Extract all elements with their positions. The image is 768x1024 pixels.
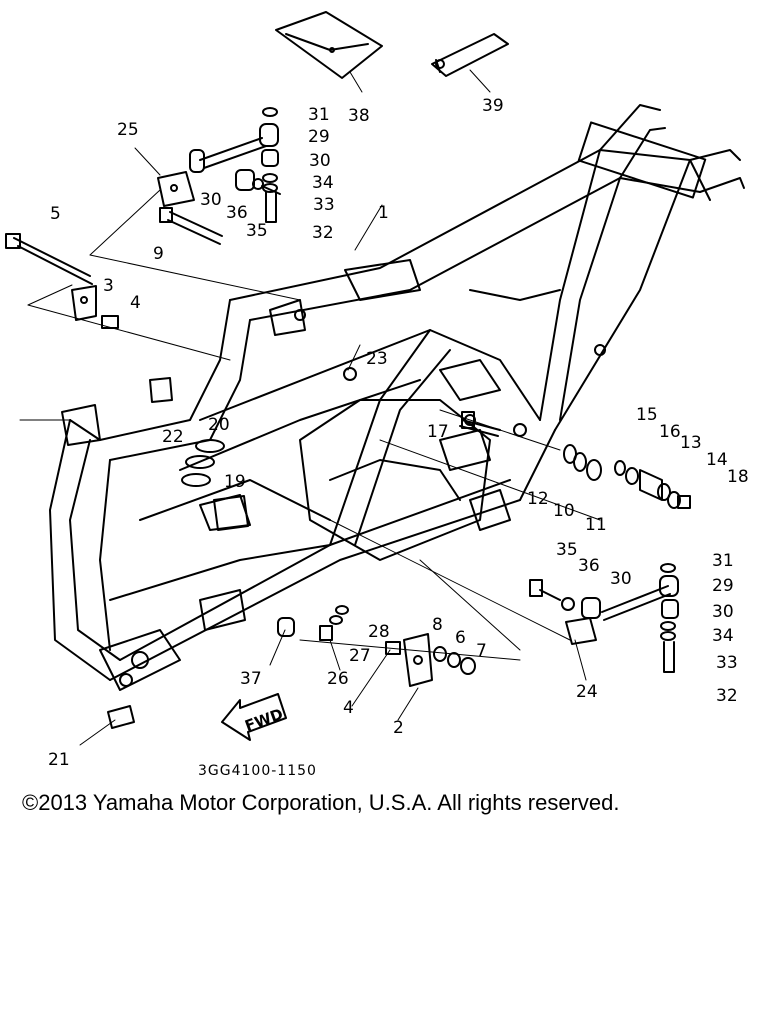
callout-28: 28 (368, 622, 390, 642)
callout-15: 15 (636, 405, 658, 425)
callout-20: 20 (208, 415, 230, 435)
callout-35: 35 (246, 221, 268, 241)
callout-13: 13 (680, 433, 702, 453)
callout-34: 34 (312, 173, 334, 193)
upper-rod-assembly-drawing (189, 107, 281, 223)
callout-4: 4 (343, 698, 354, 718)
callout-32: 32 (312, 223, 334, 243)
part-9-bolt-drawing (159, 207, 223, 245)
callout-6: 6 (455, 628, 466, 648)
callout-25: 25 (117, 120, 139, 140)
callout-31: 31 (712, 551, 734, 571)
callout-1: 1 (378, 203, 389, 223)
callout-30: 30 (712, 602, 734, 622)
part-23-nut-drawing (343, 367, 357, 381)
part-19-bracket-drawing (213, 495, 249, 531)
callout-36: 36 (226, 203, 248, 223)
callout-27: 27 (349, 646, 371, 666)
callout-18: 18 (727, 467, 749, 487)
callout-4: 4 (130, 293, 141, 313)
callout-labels: 1 2 3 4 4 5 6 7 8 9 10 11 12 13 14 15 16… (48, 96, 749, 770)
copyright-notice: ©2013 Yamaha Motor Corporation, U.S.A. A… (22, 790, 620, 815)
part-2-bracket-drawing (385, 633, 476, 687)
callout-37: 37 (240, 669, 262, 689)
callout-11: 11 (585, 515, 607, 535)
callout-32: 32 (716, 686, 738, 706)
lower-rod-assembly-drawing (529, 563, 679, 673)
callout-33: 33 (716, 653, 738, 673)
part-21-cap-drawing (107, 705, 135, 729)
callout-38: 38 (348, 106, 370, 126)
part-38-pad-drawing (275, 11, 383, 79)
callout-30: 30 (610, 569, 632, 589)
leader-lines (19, 69, 601, 746)
callout-31: 31 (308, 105, 330, 125)
part-26-bolt-drawing (319, 605, 349, 641)
part-4-bolt-drawing (101, 315, 119, 329)
drawing-code: 3GG4100-1150 (198, 763, 317, 779)
callout-35: 35 (556, 540, 578, 560)
callout-5: 5 (50, 204, 61, 224)
callout-19: 19 (224, 472, 246, 492)
callout-29: 29 (712, 576, 734, 596)
callout-17: 17 (427, 422, 449, 442)
callout-30: 30 (309, 151, 331, 171)
part-13-bushing-drawing (614, 460, 691, 509)
callout-24: 24 (576, 682, 598, 702)
callout-34: 34 (712, 626, 734, 646)
callout-9: 9 (153, 244, 164, 264)
part-3-bracket-drawing (71, 285, 97, 321)
callout-14: 14 (706, 450, 728, 470)
part-22-washers-drawing (181, 439, 225, 487)
callout-7: 7 (476, 641, 487, 661)
part-17-bolt-drawing (459, 411, 501, 437)
callout-22: 22 (162, 427, 184, 447)
part-5-bolt-drawing (5, 233, 93, 285)
callout-39: 39 (482, 96, 504, 116)
callout-36: 36 (578, 556, 600, 576)
part-12-10-11-drawing (563, 444, 602, 481)
callout-16: 16 (659, 422, 681, 442)
callout-2: 2 (393, 718, 404, 738)
callout-23: 23 (366, 349, 388, 369)
callout-3: 3 (103, 276, 114, 296)
fwd-label: FWD (242, 705, 285, 735)
callout-12: 12 (527, 489, 549, 509)
part-37-collar-drawing (277, 617, 295, 637)
part-39-bracket-drawing (431, 33, 509, 77)
callout-29: 29 (308, 127, 330, 147)
callout-21: 21 (48, 750, 70, 770)
part-25-bracket-drawing (157, 171, 195, 207)
callout-26: 26 (327, 669, 349, 689)
fwd-arrow-icon (221, 693, 287, 741)
main-frame-drawing (49, 104, 745, 691)
callout-10: 10 (553, 501, 575, 521)
frame-parts-diagram: FWD 3GG4100-1150 1 2 3 4 4 5 6 7 8 9 10 … (5, 11, 749, 779)
callout-30: 30 (200, 190, 222, 210)
callout-33: 33 (313, 195, 335, 215)
callout-8: 8 (432, 615, 443, 635)
